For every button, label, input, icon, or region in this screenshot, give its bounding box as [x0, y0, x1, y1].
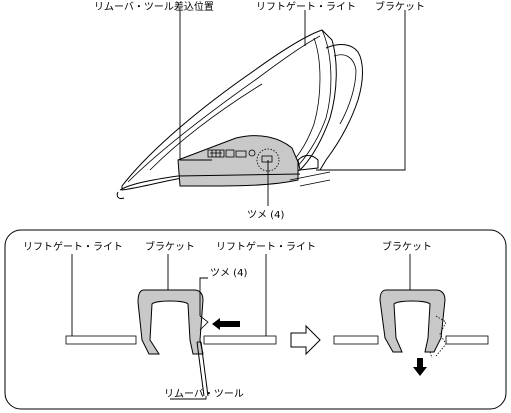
label-liftgate-light-right: リフトゲート・ライト	[216, 241, 316, 253]
label-bracket-top: ブラケット	[375, 0, 425, 13]
left-section-detail	[65, 289, 277, 397]
transition-arrow-icon	[290, 324, 321, 356]
label-liftgate-light-left: リフトゲート・ライト	[23, 241, 123, 253]
label-bracket-left: ブラケット	[145, 240, 195, 253]
top-leader-lines	[179, 10, 406, 206]
down-arrow-icon	[413, 358, 427, 376]
label-remover-tool: リムーバ・ツール	[164, 388, 244, 400]
right-section-detail	[333, 289, 489, 376]
bottom-leader-lines	[71, 254, 411, 400]
push-arrow-icon	[212, 318, 240, 330]
label-claw-bottom: ツメ (4)	[210, 268, 247, 279]
label-claw-top: ツメ (4)	[247, 210, 284, 221]
label-tool-insert-position: リムーバ・ツール差込位置	[94, 0, 214, 13]
label-bracket-right: ブラケット	[382, 240, 432, 253]
liftgate-light-illustration	[116, 29, 363, 199]
label-liftgate-light-top: リフトゲート・ライト	[256, 1, 356, 13]
detail-panel	[4, 229, 507, 410]
